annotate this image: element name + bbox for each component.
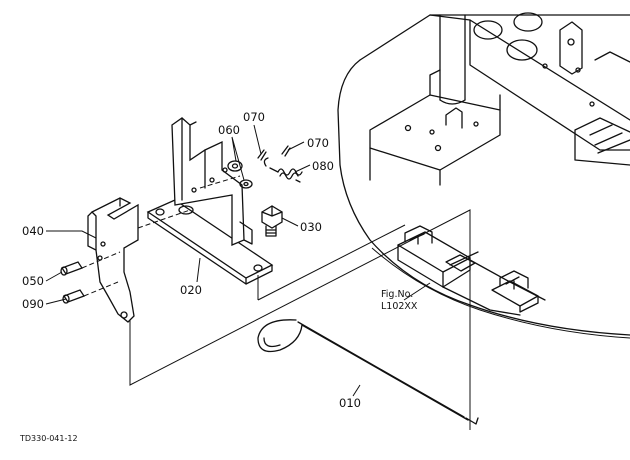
rod-010 [257,319,479,425]
drawing-code: TD330-041-12 [19,434,78,443]
washers-060 [227,160,253,189]
lever-040 [87,197,139,323]
label-020: 020 [180,283,202,297]
label-080: 080 [312,159,334,173]
label-070-upper: 070 [243,110,265,124]
label-010: 010 [339,396,361,410]
bracket-020 [146,117,274,285]
floor-bracket [397,225,546,316]
leader-lines [45,124,431,397]
label-070-right: 070 [307,136,329,150]
assembly-lines [81,175,471,430]
label-060: 060 [218,123,240,137]
part-labels: 040 050 090 020 030 060 070 070 080 010 [22,110,361,410]
pin-090 [62,289,85,304]
tractor-body [337,12,630,339]
pins-070 [257,145,291,161]
pin-050 [60,261,83,276]
label-040: 040 [22,224,44,238]
fig-reference-line2: L102XX [381,301,418,312]
fig-reference-line1: Fig.No. [381,289,413,300]
spring-080 [263,157,303,183]
label-030: 030 [300,220,322,234]
figure-reference: Fig.No. L102XX [381,289,418,312]
label-050: 050 [22,274,44,288]
label-090: 090 [22,297,44,311]
bolt-030 [261,205,283,237]
